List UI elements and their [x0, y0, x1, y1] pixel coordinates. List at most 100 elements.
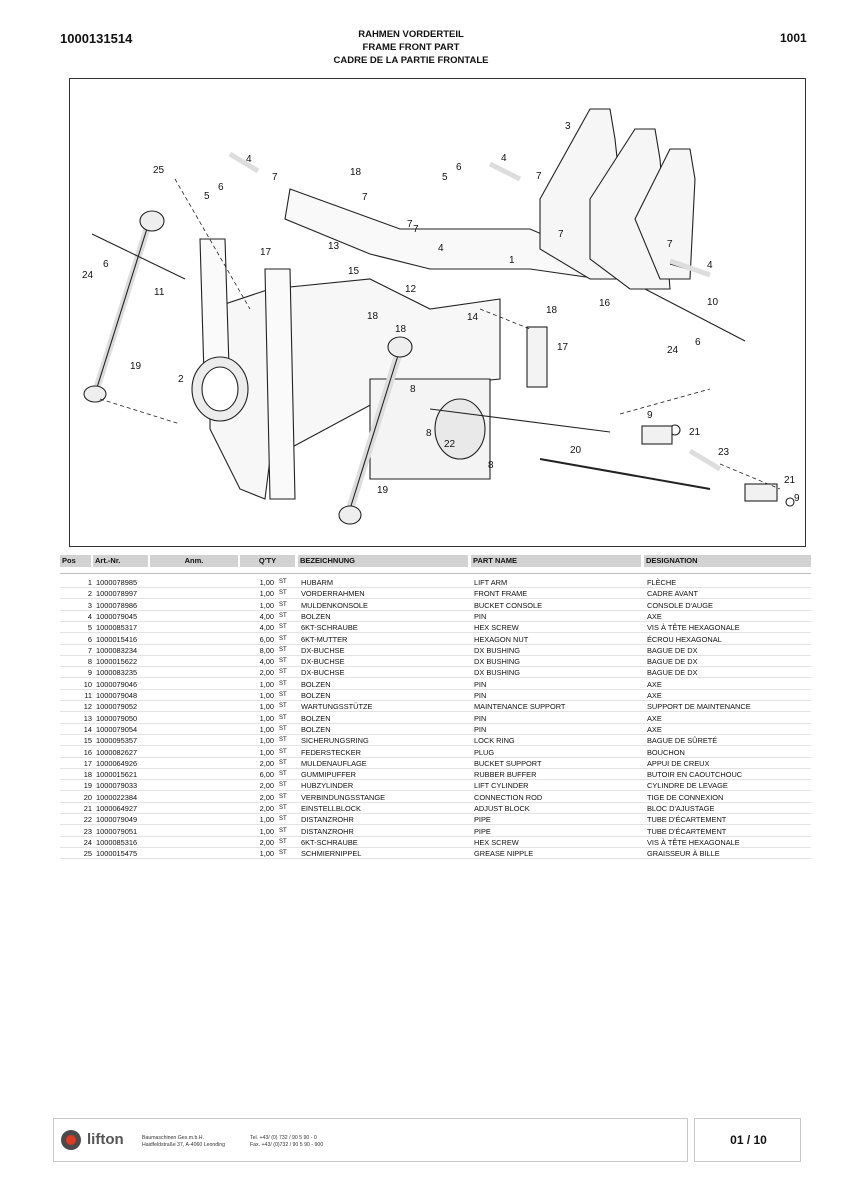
callout-label: 23 — [718, 447, 730, 458]
callout-label: 2 — [178, 374, 184, 385]
callout-label: 8 — [488, 460, 494, 471]
footer-company: lifton Baumaschinen Ges.m.b.H. Haidfelds… — [53, 1118, 688, 1162]
callout-label: 5 — [442, 172, 448, 183]
cell-qty: 1,00 — [259, 815, 274, 825]
company-contact: Tel. +43/ (0) 732 / 90 5 90 - 0 Fax. +43… — [250, 1135, 323, 1149]
callout-label: 4 — [246, 154, 252, 165]
cell-de: SICHERUNGSRING — [301, 736, 369, 746]
cell-unit: ST — [279, 838, 287, 845]
cell-art: 1000015622 — [96, 657, 138, 667]
cell-qty: 1,00 — [259, 578, 274, 587]
cell-en: PIN — [474, 691, 487, 700]
cell-de: 6KT-SCHRAUBE — [301, 837, 358, 847]
cell-en: PLUG — [474, 747, 495, 757]
cell-en: HEX SCREW — [474, 623, 519, 633]
cell-unit: ST — [279, 612, 287, 619]
cell-unit: ST — [279, 692, 287, 698]
cell-art: 1000015416 — [96, 634, 138, 644]
cell-en: GREASE NIPPLE — [474, 849, 534, 859]
cell-pos: 12 — [83, 702, 92, 712]
callout-label: 18 — [395, 324, 407, 335]
cell-fr: BLOC D'AJUSTAGE — [647, 804, 715, 813]
cell-unit: ST — [279, 816, 287, 823]
callout-label: 17 — [557, 342, 569, 353]
cell-en: LOCK RING — [474, 736, 515, 746]
table-divider — [60, 573, 811, 574]
cell-unit: ST — [279, 624, 287, 631]
callout-label: 7 — [407, 219, 413, 230]
cell-qty: 2,00 — [259, 668, 274, 678]
callout-label: 3 — [565, 121, 571, 132]
callout-label: 25 — [153, 165, 165, 176]
cell-pos: 25 — [83, 849, 92, 859]
cell-pos: 6 — [87, 634, 92, 644]
callout-label: 1 — [509, 255, 515, 266]
cell-qty: 6,00 — [259, 770, 274, 780]
cell-pos: 8 — [87, 657, 92, 667]
cell-pos: 23 — [83, 826, 92, 836]
callout-label: 9 — [794, 493, 800, 504]
callout-label: 7 — [536, 171, 542, 182]
callout-label: 19 — [377, 485, 389, 496]
cell-pos: 11 — [84, 691, 92, 700]
footer-pagination: 01 / 10 — [694, 1118, 801, 1162]
cell-de: MULDENAUFLAGE — [301, 758, 367, 768]
cell-qty: 1,00 — [259, 589, 274, 599]
cell-de: BOLZEN — [301, 691, 331, 700]
cell-art: 1000079052 — [96, 702, 138, 712]
cell-de: DX-BUCHSE — [301, 657, 345, 667]
cell-art: 1000078985 — [96, 578, 138, 587]
cell-art: 1000082627 — [96, 747, 138, 757]
cell-de: BOLZEN — [301, 611, 331, 621]
callout-label: 12 — [405, 284, 417, 295]
cell-de: BOLZEN — [301, 679, 331, 689]
callout-label: 5 — [204, 191, 210, 202]
cell-fr: FLÈCHE — [647, 578, 677, 587]
cell-de: HUBZYLINDER — [301, 781, 354, 791]
page-code: 1001 — [780, 31, 807, 45]
cell-pos: 15 — [83, 736, 92, 746]
cell-de: DX-BUCHSE — [301, 645, 345, 655]
callout-label: 13 — [328, 241, 340, 252]
callout-label: 18 — [367, 311, 379, 322]
cell-fr: BOUCHON — [647, 747, 685, 757]
callout-label: 18 — [350, 167, 362, 178]
cell-pos: 17 — [83, 758, 92, 768]
callout-label: 20 — [570, 445, 582, 456]
cell-en: DX BUSHING — [474, 657, 520, 667]
cell-unit: ST — [279, 601, 287, 608]
cell-qty: 1,00 — [259, 849, 274, 859]
company-address: Baumaschinen Ges.m.b.H. Haidfeldstraße 3… — [142, 1135, 225, 1149]
parts-illustration — [83, 108, 795, 525]
cell-en: BUCKET SUPPORT — [474, 758, 542, 768]
cell-fr: AXE — [647, 679, 662, 689]
cell-de: DX-BUCHSE — [301, 668, 345, 678]
col-header-pos: Pos — [60, 555, 91, 567]
callout-label: 15 — [348, 266, 360, 277]
company-line2: Haidfeldstraße 37, A-4060 Leonding — [142, 1142, 226, 1148]
callout-label: 8 — [410, 384, 416, 395]
callout-label: 21 — [689, 427, 701, 438]
cell-pos: 18 — [83, 770, 92, 780]
cell-en: HEX SCREW — [474, 837, 519, 847]
cell-pos: 4 — [87, 611, 92, 621]
callout-label: 11 — [154, 287, 165, 298]
cell-art: 1000079046 — [96, 679, 138, 689]
callout-label: 21 — [784, 475, 796, 486]
cell-qty: 1,00 — [259, 826, 274, 836]
cell-qty: 1,00 — [259, 724, 274, 734]
callout-label: 7 — [667, 239, 673, 250]
callout-label: 7 — [558, 229, 564, 240]
cell-fr: AXE — [647, 611, 662, 621]
cell-qty: 1,00 — [259, 600, 274, 610]
cell-en: CONNECTION ROD — [474, 792, 543, 802]
cell-unit: ST — [279, 669, 287, 676]
cell-en: DX BUSHING — [474, 668, 520, 678]
callout-label: 8 — [426, 428, 432, 439]
